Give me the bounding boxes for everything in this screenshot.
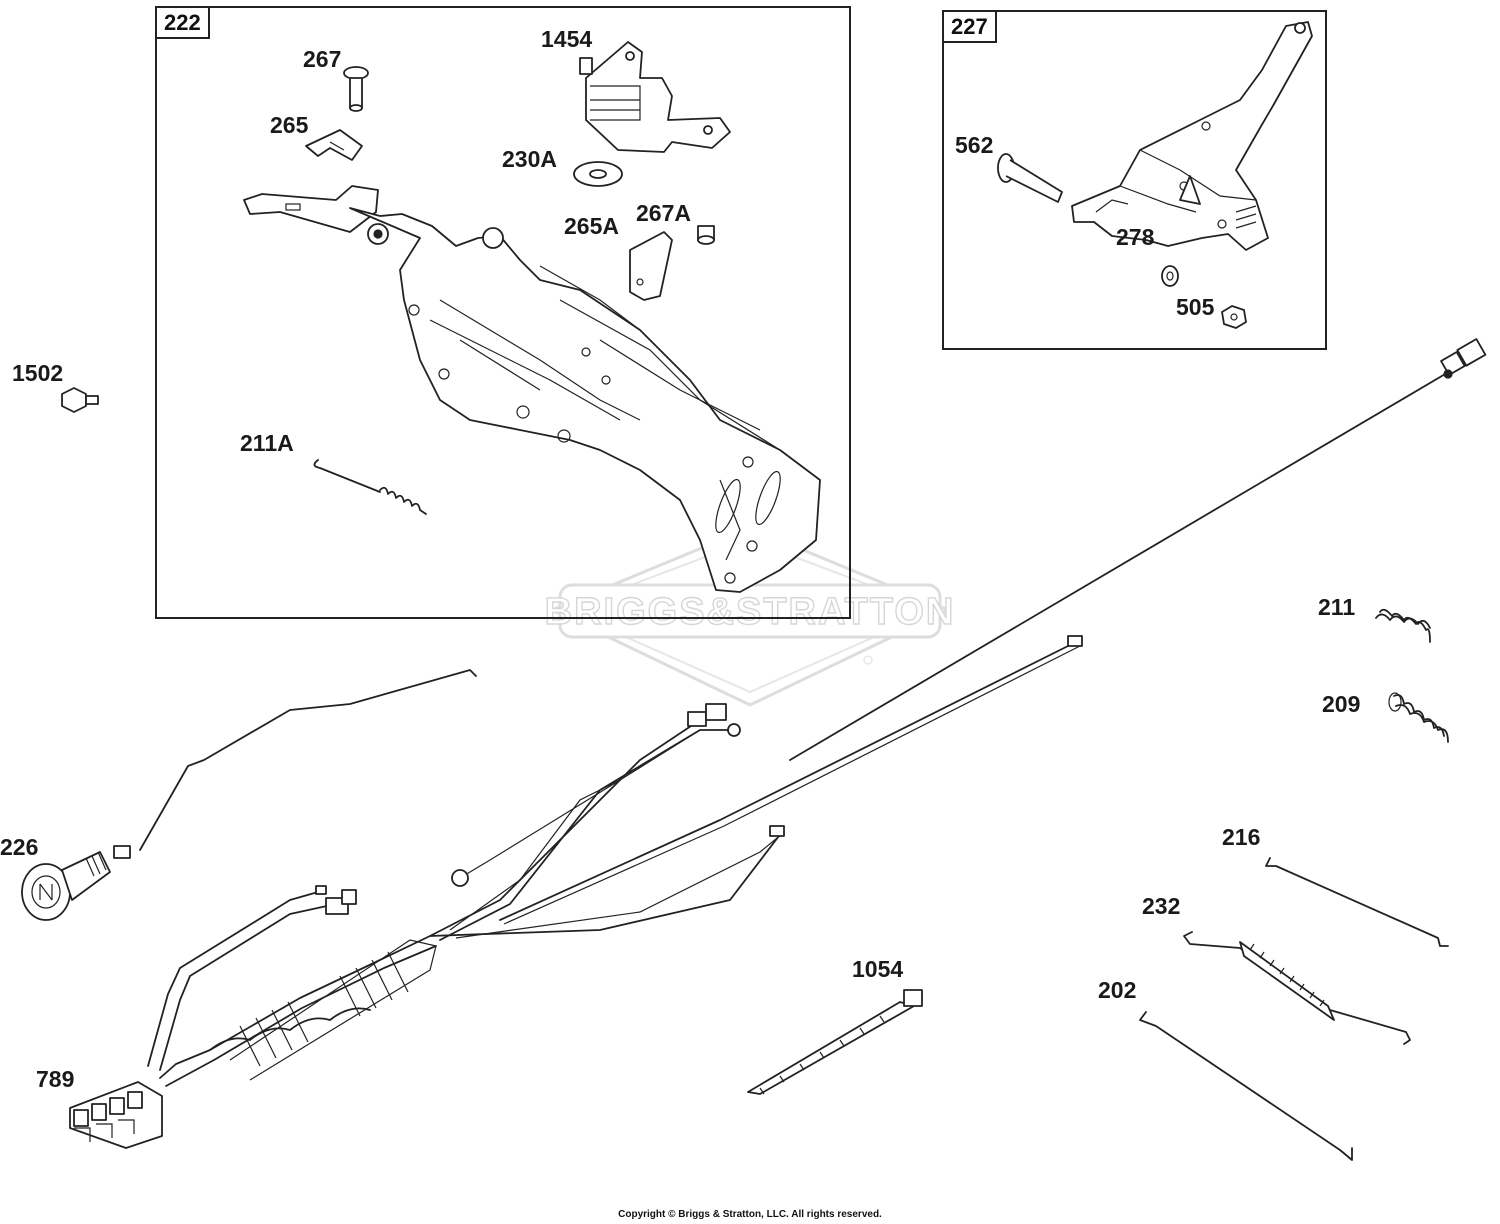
washer-278-drawing [1161, 265, 1179, 287]
bolt-267-drawing [343, 66, 369, 112]
clip-265-drawing [305, 129, 363, 161]
cable-tie-1054-drawing [747, 989, 923, 1095]
callout-789: 789 [36, 1066, 75, 1092]
bolt-562-drawing [997, 153, 1063, 203]
rod-202-drawing [1139, 1011, 1353, 1161]
copyright-notice: Copyright © Briggs & Stratton, LLC. All … [618, 1209, 882, 1220]
box-227-tag: 227 [944, 12, 997, 43]
control-bracket-222-drawing [243, 185, 821, 593]
bracket-265A-drawing [629, 231, 673, 301]
nut-505-drawing [1221, 305, 1247, 329]
switch-1454-drawing [579, 41, 731, 153]
callout-1054: 1054 [852, 956, 904, 982]
box-222-tag: 222 [157, 8, 210, 39]
spring-211-drawing [1375, 608, 1431, 643]
throttle-cable-drawing [789, 338, 1487, 761]
callout-226: 226 [0, 834, 39, 860]
assembly-box-222: 222 [155, 6, 851, 619]
bracket-227-drawing [1071, 21, 1313, 251]
callout-232: 232 [1142, 893, 1181, 919]
callout-1454: 1454 [541, 26, 593, 52]
callout-265: 265 [270, 112, 309, 138]
callout-211A: 211A [240, 430, 294, 456]
callout-267: 267 [303, 46, 342, 72]
callout-278: 278 [1116, 224, 1155, 250]
watermark-text: BRIGGS&STRATTON [545, 591, 956, 633]
callout-209: 209 [1322, 691, 1361, 717]
callout-505: 505 [1176, 294, 1215, 320]
callout-1502: 1502 [12, 360, 64, 386]
screw-267A-drawing [697, 225, 715, 245]
choke-cable-226-drawing [21, 669, 477, 921]
washer-230A-drawing [573, 161, 623, 187]
callout-216: 216 [1222, 824, 1261, 850]
spring-211A-drawing [313, 459, 427, 515]
rod-216-drawing [1265, 857, 1449, 947]
spring-rod-232-drawing [1183, 931, 1411, 1045]
screw-1502-drawing [61, 387, 99, 413]
callout-267A: 267A [636, 200, 691, 226]
callout-562: 562 [955, 132, 994, 158]
callout-211: 211 [1318, 594, 1356, 620]
spring-209-drawing [1388, 692, 1449, 743]
callout-265A: 265A [564, 213, 619, 239]
assembly-box-227: 227 [942, 10, 1327, 350]
callout-202: 202 [1098, 977, 1137, 1003]
callout-230A: 230A [502, 146, 557, 172]
wiring-harness-789-drawing [69, 635, 1083, 1149]
